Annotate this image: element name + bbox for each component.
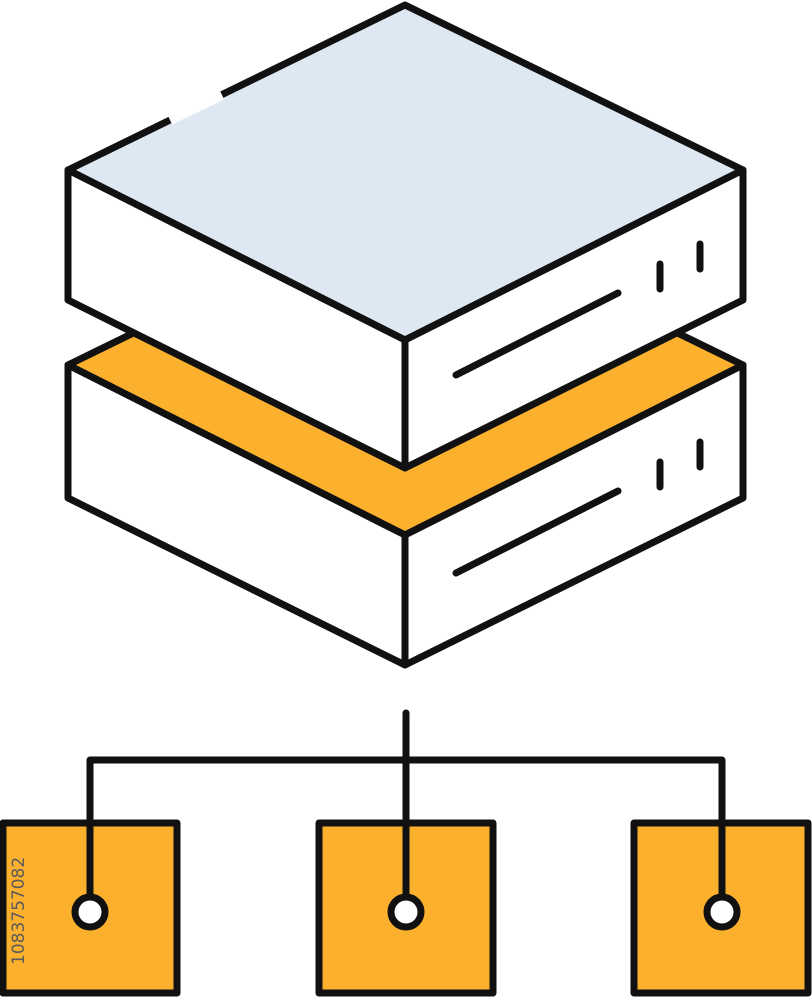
stock-watermark-id: 1083757082 [9, 856, 29, 965]
network-connection-lines [86, 709, 726, 899]
top-face-highlight-stroke [167, 90, 225, 125]
upper-server-slot-line [452, 289, 622, 379]
lower-server-slot-line [452, 487, 622, 577]
upper-server-unit [64, 1, 747, 472]
node-endpoint-center [387, 893, 425, 931]
node-endpoint-right [703, 893, 741, 931]
node-endpoint-circles [71, 893, 741, 931]
node-endpoint-left [71, 893, 109, 931]
bus-line [86, 756, 726, 899]
